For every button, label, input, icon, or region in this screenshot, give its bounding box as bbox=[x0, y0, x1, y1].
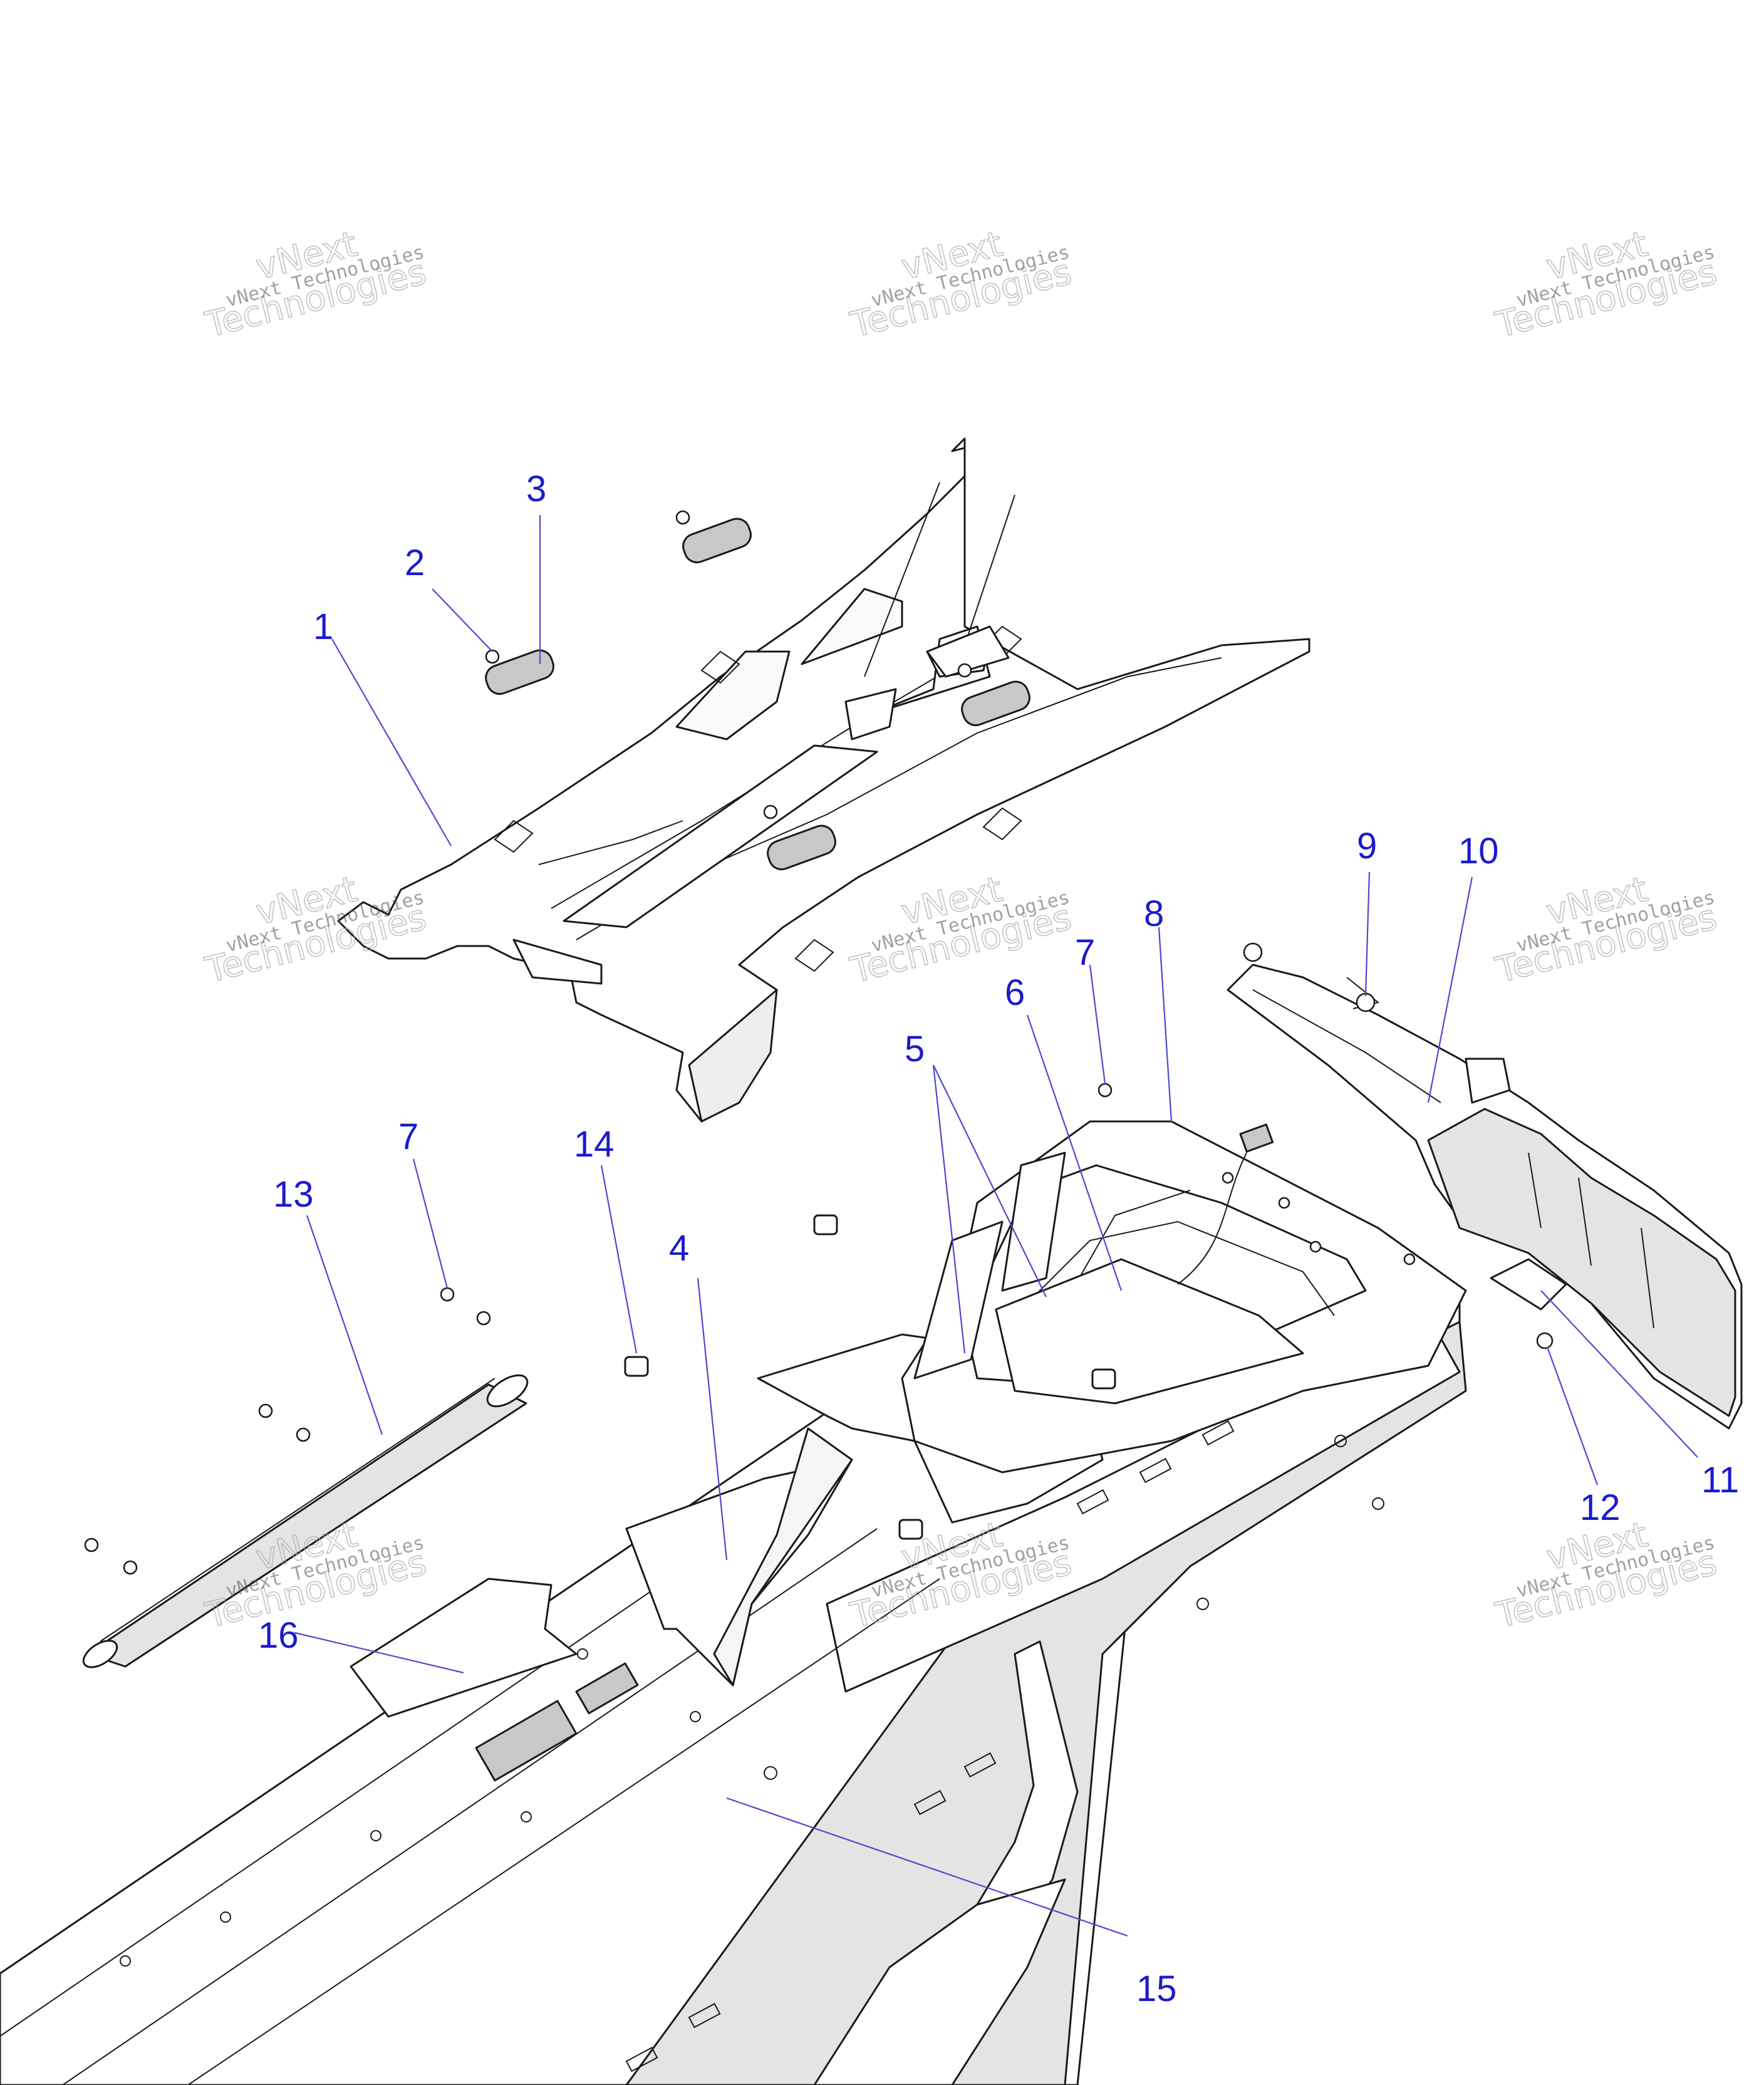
connector-icon bbox=[575, 1662, 639, 1715]
bolt-icon bbox=[476, 1311, 491, 1326]
callout-3: 3 bbox=[526, 469, 546, 509]
callout-2: 2 bbox=[405, 543, 425, 583]
bolt-icon bbox=[440, 1287, 455, 1302]
watermark: vNext Technologies vNext Technologies bbox=[1491, 223, 1721, 346]
callout-9: 9 bbox=[1357, 826, 1377, 866]
bolt-icon bbox=[1403, 1253, 1416, 1266]
bolt-icon bbox=[1222, 1172, 1234, 1184]
bolt-icon bbox=[1097, 1083, 1113, 1098]
callout-5: 5 bbox=[905, 1029, 925, 1069]
clip-icon bbox=[898, 1519, 923, 1540]
harness-connector-icon bbox=[1239, 1123, 1274, 1153]
watermark: vNext Technologies vNext Technologies bbox=[200, 868, 430, 992]
bolt-icon bbox=[675, 510, 690, 525]
callout-1: 1 bbox=[313, 606, 333, 647]
callout-12: 12 bbox=[1580, 1487, 1621, 1528]
watermark: vNext Technologies vNext Technologies bbox=[200, 223, 430, 346]
clip-icon bbox=[624, 1356, 649, 1377]
callout-10: 10 bbox=[1458, 831, 1499, 871]
watermarks: vNext Technologies vNext Technologies vN… bbox=[200, 223, 1721, 1637]
bolt-icon bbox=[763, 804, 778, 819]
part-13-rail bbox=[82, 1374, 529, 1668]
bolt-icon bbox=[1309, 1240, 1322, 1253]
callout-4: 4 bbox=[669, 1228, 689, 1269]
clip-icon bbox=[813, 1214, 838, 1235]
bolt-icon bbox=[123, 1560, 138, 1575]
watermark: vNext Technologies vNext Technologies bbox=[1491, 868, 1721, 992]
part-1-floor-panel bbox=[337, 437, 1310, 1123]
bolt-icon bbox=[258, 1403, 273, 1418]
part-10-snowflap bbox=[1227, 964, 1743, 1430]
callout-15: 15 bbox=[1136, 1968, 1177, 2009]
callout-11: 11 bbox=[1701, 1460, 1739, 1500]
clip-icon bbox=[1091, 1368, 1116, 1390]
bolt-icon bbox=[1278, 1197, 1290, 1209]
tie-down-anchors bbox=[485, 517, 1030, 871]
bolt-icon bbox=[1356, 992, 1376, 1012]
bolt-icon bbox=[1243, 942, 1263, 962]
bolt-icon bbox=[485, 649, 500, 664]
bolt-icon bbox=[84, 1537, 99, 1552]
callout-8: 8 bbox=[1144, 893, 1164, 934]
tunnel-chassis bbox=[0, 1296, 1467, 2085]
callout-14: 14 bbox=[574, 1124, 615, 1165]
callout-labels: 1 2 3 4 5 6 7 7 8 9 10 11 12 13 14 15 16 bbox=[258, 469, 1739, 2009]
callout-6: 6 bbox=[1005, 972, 1025, 1013]
watermark: vNext Technologies vNext Technologies bbox=[846, 868, 1076, 992]
bolt-icon bbox=[296, 1427, 311, 1442]
watermark: vNext Technologies vNext Technologies bbox=[846, 223, 1076, 346]
callout-16: 16 bbox=[258, 1615, 299, 1656]
callout-13: 13 bbox=[273, 1174, 314, 1215]
tunnel-slots bbox=[625, 1420, 1235, 2072]
callout-7-left: 7 bbox=[398, 1116, 418, 1157]
part-8-rack-frame bbox=[901, 1120, 1467, 1474]
bolt-icon bbox=[1536, 1332, 1554, 1349]
callout-7-upper: 7 bbox=[1075, 932, 1095, 973]
tunnel-holes bbox=[120, 1435, 1384, 1967]
label-plate-icon bbox=[475, 1700, 578, 1782]
fasteners bbox=[84, 510, 1554, 1575]
leader-lines bbox=[294, 515, 1698, 1937]
bolt-icon bbox=[957, 663, 972, 678]
